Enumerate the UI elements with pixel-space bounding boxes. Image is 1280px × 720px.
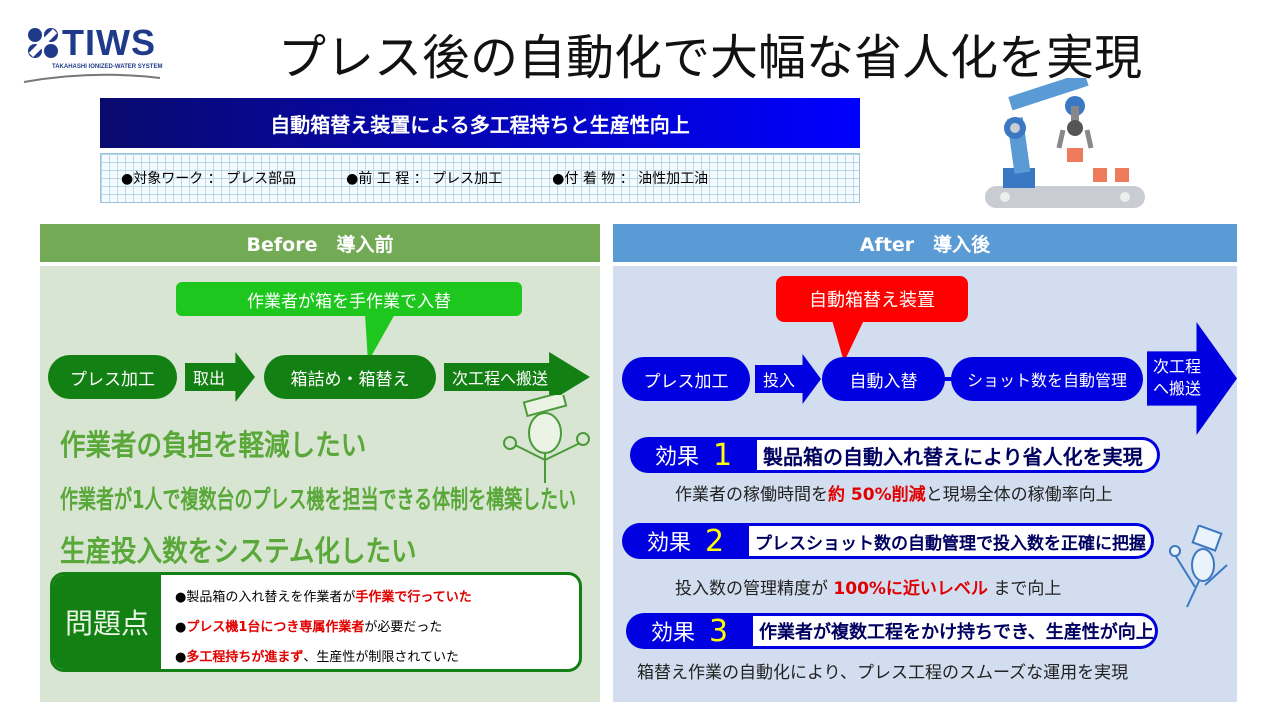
effect-2-desc: 投入数の管理精度が 100%に近いレベル まで向上 — [675, 579, 1062, 599]
logo-swoosh-icon — [23, 73, 161, 83]
before-step-boxing: 箱詰め・箱替え — [264, 355, 436, 399]
problem-label: 問題点 — [53, 575, 161, 669]
logo-mark-icon — [28, 28, 58, 58]
logo-subtitle: TAKAHASHI IONIZED-WATER SYSTEM — [52, 64, 163, 70]
flow-connector — [944, 377, 952, 381]
problem-item: ●プレス機1台につき専属作業者が必要だった — [175, 620, 443, 635]
spec-adhesive: ●付 着 物 ： 油性加工油 — [552, 171, 709, 187]
subtitle-banner: 自動箱替え装置による多工程持ちと生産性向上 — [100, 98, 860, 148]
after-step-press: プレス加工 — [622, 357, 750, 401]
robot-arm-icon — [985, 78, 1145, 208]
spec-box: ●対象ワーク ： プレス部品 ●前 工 程 ： プレス加工 ●付 着 物 ： 油… — [100, 153, 860, 203]
problem-box: 問題点 ●製品箱の入れ替えを作業者が手作業で行っていた ●プレス機1台につき専属… — [50, 572, 582, 672]
worker-icon — [503, 395, 590, 483]
problem-item: ●多工程持ちが進まず、生産性が制限されていた — [175, 650, 459, 665]
wish-1: 作業者の負担を軽減したい — [60, 428, 367, 462]
callout-pointer — [832, 320, 864, 362]
effect-1-desc: 作業者の稼働時間を約 50%削減と現場全体の稼働率向上 — [675, 485, 1113, 505]
logo — [22, 22, 162, 88]
before-callout: 作業者が箱を手作業で入替 — [176, 282, 522, 316]
before-header: Before 導入前 — [40, 224, 600, 262]
before-step-press: プレス加工 — [48, 355, 177, 399]
problem-list: ●製品箱の入れ替えを作業者が手作業で行っていた ●プレス機1台につき専属作業者が… — [175, 583, 472, 669]
wish-3: 生産投入数をシステム化したい — [60, 534, 417, 568]
after-callout: 自動箱替え装置 — [776, 276, 968, 322]
callout-pointer — [365, 314, 395, 362]
problem-item: ●製品箱の入れ替えを作業者が手作業で行っていた — [175, 590, 472, 605]
after-step-auto-swap: 自動入替 — [822, 357, 945, 401]
spec-process: ●前 工 程 ： プレス加工 — [346, 171, 503, 187]
after-step-shot-count: ショット数を自動管理 — [951, 357, 1143, 401]
spec-work: ●対象ワーク ： プレス部品 — [121, 171, 297, 187]
page-title: プレス後の自動化で大幅な省人化を実現 — [277, 30, 1142, 86]
logo-text: TIWS — [62, 22, 156, 63]
worker-icon — [1169, 525, 1228, 608]
effect-3-desc: 箱替え作業の自動化により、プレス工程のスムーズな運用を実現 — [637, 663, 1129, 683]
wish-2: 作業者が1人で複数台のプレス機を担当できる体制を構築したい — [60, 485, 577, 514]
after-header: After 導入後 — [613, 224, 1237, 262]
